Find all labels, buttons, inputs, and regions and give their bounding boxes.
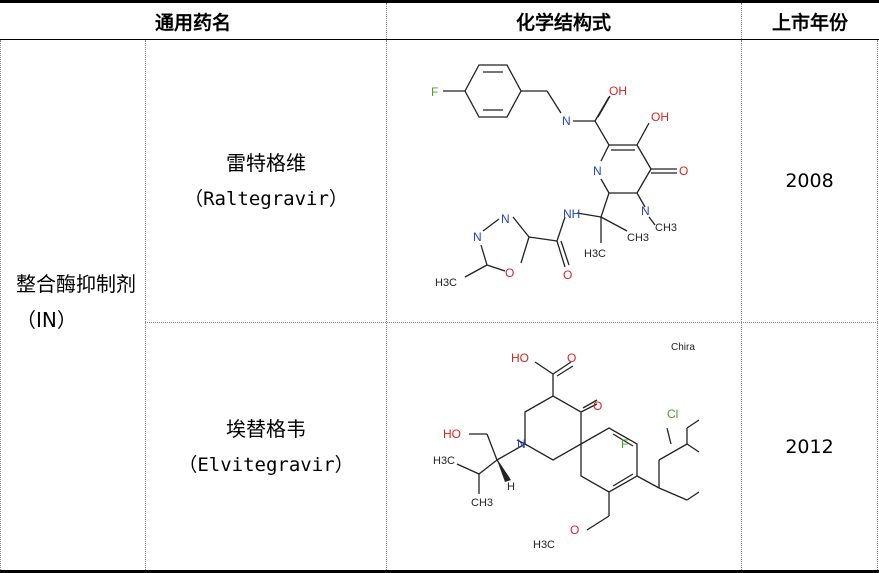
cl-label: Cl xyxy=(667,407,678,421)
elvitegravir-structure: Chira HO O O Cl F HO N H3C H CH3 O H3C xyxy=(433,342,700,551)
methyl-label: H3C xyxy=(435,277,457,289)
n-label: N xyxy=(501,212,510,226)
o-label: O xyxy=(563,268,572,282)
body-divider xyxy=(145,40,146,570)
nh-label: NH xyxy=(563,207,580,221)
o-label: O xyxy=(505,266,514,280)
drug-name-cn: 埃替格韦 xyxy=(226,416,306,441)
ho-label: HO xyxy=(511,351,529,365)
raltegravir-structure: F OH N OH O N N CH3 NH N N O O H3C H3C C… xyxy=(431,64,688,289)
chiral-label: Chira xyxy=(671,342,695,353)
body-divider xyxy=(877,40,878,570)
drug-name-en: （Elvitegravir） xyxy=(178,453,354,476)
header-divider xyxy=(741,3,742,39)
drug-name-cell: 雷特格维 （Raltegravir） xyxy=(146,40,386,322)
ho-label: HO xyxy=(443,427,461,441)
n-label: N xyxy=(593,164,602,178)
launch-year: 2008 xyxy=(785,170,834,192)
table-top-border xyxy=(0,0,879,3)
body-divider xyxy=(0,40,1,570)
methyl-label: H3C xyxy=(533,539,555,551)
fluoro-label: F xyxy=(431,85,438,99)
drug-name-en: （Raltegravir） xyxy=(184,188,348,210)
oh-label: OH xyxy=(609,84,627,98)
drug-name-cell: 埃替格韦 （Elvitegravir） xyxy=(146,323,386,570)
header-bottom-border xyxy=(0,39,879,40)
methyl-label: CH3 xyxy=(627,232,649,244)
methyl-label: H3C xyxy=(584,248,606,260)
n-label: N xyxy=(473,230,482,244)
header-divider xyxy=(386,3,387,39)
oxo-label: O xyxy=(679,164,688,178)
methyl-label: CH3 xyxy=(655,222,677,234)
table-bottom-border xyxy=(0,570,879,573)
methyl-label: CH3 xyxy=(471,497,493,509)
header-year: 上市年份 xyxy=(771,11,848,34)
n-label: N xyxy=(641,204,650,218)
launch-year: 2012 xyxy=(785,435,834,458)
body-divider xyxy=(386,40,387,570)
row-divider xyxy=(145,322,878,323)
o-label: O xyxy=(567,351,576,365)
drug-name-cn: 雷特格维 xyxy=(226,151,306,175)
category-label: 整合酶抑制剂（IN） xyxy=(16,272,136,332)
body-divider xyxy=(741,40,742,570)
methyl-label: H3C xyxy=(433,455,455,467)
header-structure: 化学结构式 xyxy=(515,11,611,34)
h-label: H xyxy=(507,481,515,493)
header-generic-name: 通用药名 xyxy=(154,11,231,34)
oh-label: OH xyxy=(651,110,669,124)
o-label: O xyxy=(570,523,579,537)
n-label: N xyxy=(562,114,571,128)
n-label: N xyxy=(517,437,526,451)
o-label: O xyxy=(593,399,602,413)
f-label: F xyxy=(621,437,628,451)
